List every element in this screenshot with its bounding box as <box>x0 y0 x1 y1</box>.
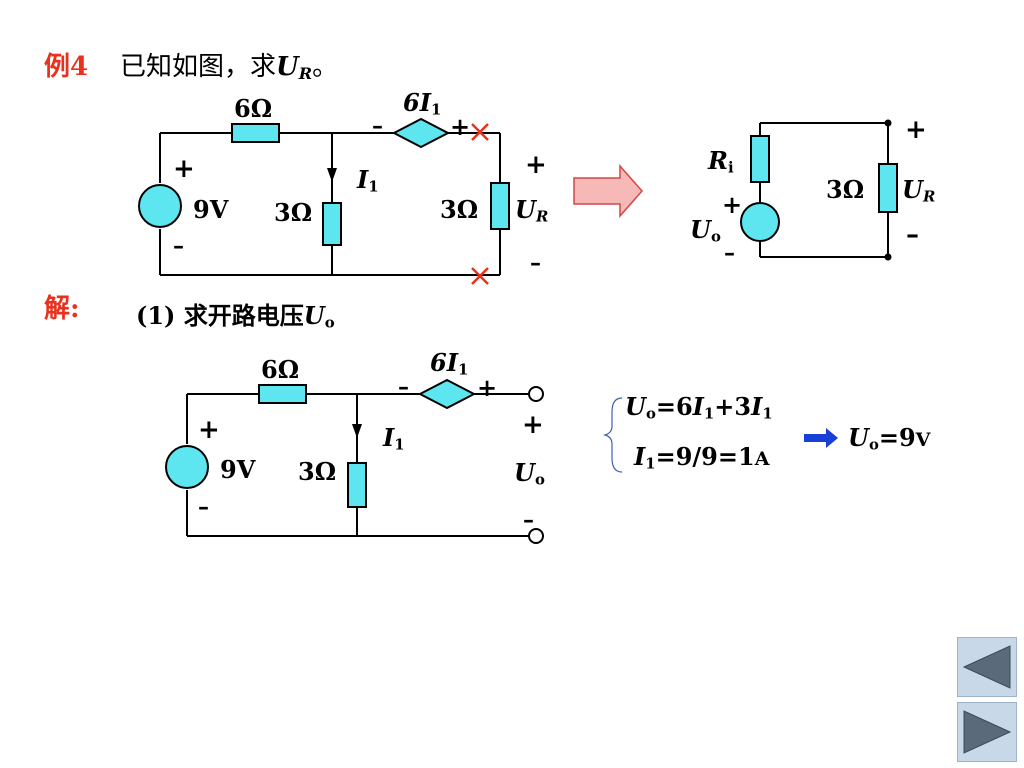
resistor-6ohm <box>231 123 280 143</box>
next-slide-button[interactable] <box>957 702 1017 762</box>
voltage-source-icon <box>138 184 182 228</box>
resistor-6ohm-2 <box>258 384 307 404</box>
label-ur: UR <box>515 195 549 226</box>
label-current: I1 <box>357 165 379 196</box>
cross-mark-icon-top <box>471 123 489 141</box>
label-source-plus: + <box>173 154 195 184</box>
resistor-3ohm-equiv <box>878 163 898 213</box>
current-arrow-icon-2 <box>352 424 362 438</box>
label-dep-source: 6I1 <box>403 88 442 119</box>
label-out-plus: + <box>525 150 547 180</box>
label-equiv-out-plus: + <box>905 115 927 145</box>
cross-mark-icon-bottom <box>471 267 489 285</box>
transform-arrow-icon <box>573 164 643 218</box>
voltage-source-icon-2 <box>165 445 209 489</box>
triangle-left-icon <box>962 645 1011 689</box>
label-uo-plus: + <box>722 190 743 219</box>
resistor-3ohm-mid <box>322 202 342 246</box>
solution-label: 解: <box>44 294 80 324</box>
resistor-3ohm-mid-2 <box>347 462 367 508</box>
open-terminal-icon <box>528 386 544 402</box>
label-uo-2: Uo <box>514 458 545 489</box>
label-dep-minus-2: – <box>398 374 409 400</box>
label-3ohm-equiv: 3Ω <box>826 175 865 204</box>
label-source-plus-2: + <box>198 415 220 445</box>
dependent-source-icon-2 <box>417 378 477 410</box>
step1-text: (1) 求开路电压Uo <box>136 301 335 332</box>
label-uo-minus: – <box>724 240 735 266</box>
label-out-minus-2: – <box>523 507 534 533</box>
brace-icon <box>602 397 623 473</box>
label-out-plus-2: + <box>522 410 544 440</box>
open-terminal-icon <box>528 528 544 544</box>
problem-statement: 已知如图，求UR。 <box>120 46 338 83</box>
problem-text: 已知如图，求 <box>120 52 277 82</box>
current-arrow-icon <box>327 168 337 182</box>
label-3ohm-load: 3Ω <box>440 195 479 224</box>
problem-var: U <box>276 52 299 82</box>
resistor-ri <box>750 135 770 183</box>
label-dep-plus-2: + <box>477 373 498 402</box>
label-out-minus: – <box>530 250 541 276</box>
label-source-value: 9V <box>193 195 229 224</box>
label-source-minus: – <box>173 233 184 259</box>
label-uo: Uo <box>690 215 721 246</box>
resistor-3ohm-load <box>490 182 510 230</box>
equivalent-source-icon <box>740 202 780 242</box>
label-6ohm-2: 6Ω <box>261 355 300 384</box>
label-6ohm: 6Ω <box>234 94 273 123</box>
label-ri: Ri <box>708 146 734 177</box>
label-3ohm-mid: 3Ω <box>274 198 313 227</box>
dependent-source-icon <box>391 117 451 149</box>
label-dep-plus: + <box>450 112 471 141</box>
label-3ohm-mid-2: 3Ω <box>298 457 337 486</box>
label-source-minus-2: – <box>198 494 209 520</box>
equation-2: I1=9/9=1A <box>634 442 770 473</box>
problem-var-sub: R <box>298 64 313 84</box>
triangle-right-icon <box>963 710 1012 754</box>
implies-arrow-icon <box>804 428 838 448</box>
label-equiv-out-minus: – <box>906 220 919 250</box>
label-current-2: I1 <box>383 423 405 454</box>
label-equiv-ur: UR <box>902 175 936 206</box>
label-dep-source-2: 6I1 <box>430 348 469 379</box>
terminal-dot-icon <box>884 253 892 261</box>
equation-1: Uo=6I1+3I1 <box>625 392 773 423</box>
example-label: 例4 <box>44 52 89 82</box>
result-equation: Uo=9V <box>848 423 931 454</box>
label-dep-minus: – <box>372 113 383 139</box>
prev-slide-button[interactable] <box>957 637 1017 697</box>
problem-end: 。 <box>312 52 339 82</box>
terminal-dot-icon <box>884 119 892 127</box>
label-source-value-2: 9V <box>220 455 256 484</box>
